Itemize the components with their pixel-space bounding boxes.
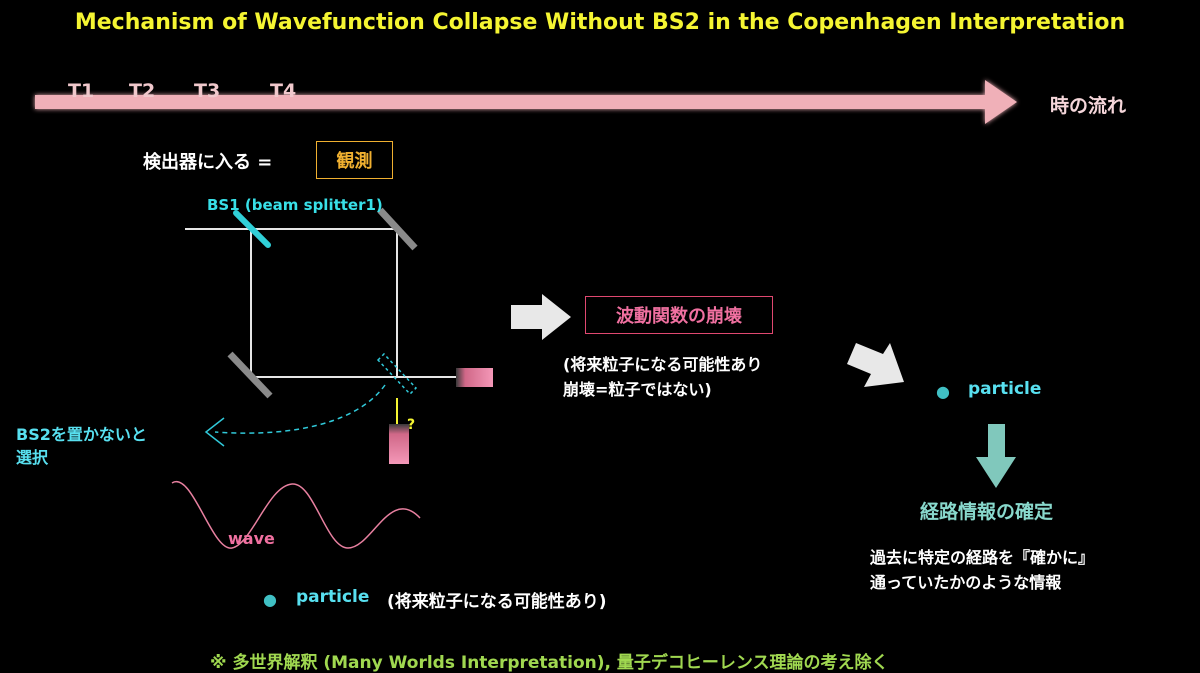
question-mark: ? [407,417,416,433]
mirror-top-right [377,207,418,251]
detector-bottom [389,424,409,464]
bs1-label: BS1 (beam splitter1) [207,196,383,214]
choice-dashed-arrow [214,384,386,434]
particle-bottom-dot: ● [263,590,277,609]
choice-arrow-head [204,417,225,447]
path-confirm-note-line1: 過去に特定の経路を『確かに』 [870,548,1095,567]
time-tick-t4: T4 [270,80,297,102]
time-tick-t2: T2 [129,80,156,102]
collapse-note-line1: (将来粒子になる可能性あり [563,355,763,374]
beam-paths [185,228,456,378]
particle-right-label: particle [968,379,1042,399]
particle-right-dot: ● [936,382,950,401]
time-tick-t3: T3 [194,80,221,102]
time-tick-t1: T1 [68,80,95,102]
collapse-note-line2: 崩壊=粒子ではない) [563,380,712,399]
wave-curve [171,480,421,549]
path-confirm-label: 経路情報の確定 [920,501,1054,523]
collapse-note: (将来粒子になる可能性あり 崩壊=粒子ではない) [563,352,762,402]
bs2-choice-line1: BS2を置かないと [16,425,147,444]
timeline-arrow [35,80,1017,124]
detector-right [456,368,493,387]
arrow-to-collapse [511,294,571,340]
particle-bottom-label: particle [296,587,370,607]
mirror-bottom-left [227,351,273,399]
observation-box: 観測 [316,141,393,179]
beam-splitter-1 [233,210,271,248]
wave-label: wave [228,529,275,548]
path-confirm-note: 過去に特定の経路を『確かに』 通っていたかのような情報 [870,545,1094,595]
observation-label: 観測 [336,151,373,172]
path-confirm-note-line2: 通っていたかのような情報 [870,573,1062,592]
collapse-box: 波動関数の崩壊 [585,296,773,334]
bs2-choice-line2: 選択 [16,448,49,467]
collapse-label: 波動関数の崩壊 [616,306,742,327]
time-flow-label: 時の流れ [1050,95,1127,117]
particle-bottom-note: (将来粒子になる可能性あり) [387,592,607,612]
detector-entry-label: 検出器に入る = [143,152,273,173]
diagram-title: Mechanism of Wavefunction Collapse Witho… [74,10,1126,35]
arrow-to-particle [847,343,904,387]
absent-bs2 [376,352,418,396]
footer-note: ※ 多世界解釈 (Many Worlds Interpretation), 量子… [210,653,889,673]
arrow-to-path-confirm [976,424,1016,488]
bs2-choice-label: BS2を置かないと 選択 [16,423,147,469]
